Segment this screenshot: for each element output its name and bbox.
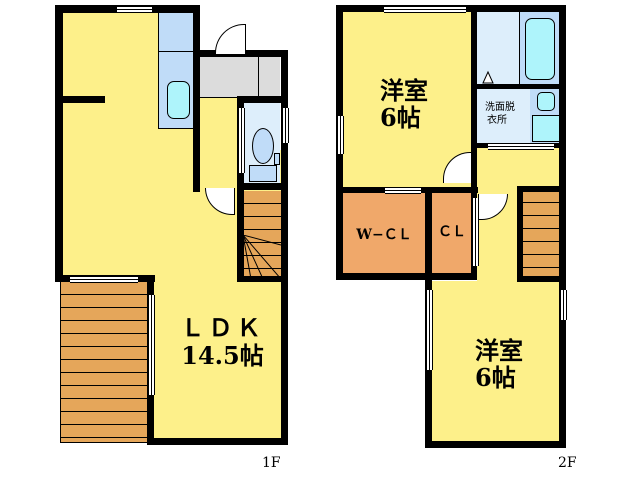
staircase-1f[interactable]	[243, 191, 281, 279]
hall-2f	[471, 148, 559, 188]
window	[70, 276, 138, 283]
floor-label-1f: 1F	[262, 455, 281, 471]
window	[117, 6, 152, 13]
closet-door[interactable]	[472, 198, 479, 266]
washroom-label-line2: 衣所	[487, 115, 507, 126]
cl-label: ＣＬ	[438, 224, 466, 240]
wall	[281, 50, 288, 445]
ldk-label: ＬＤＫ	[180, 313, 265, 342]
wall	[55, 5, 63, 282]
wall	[193, 5, 200, 192]
bathtub-icon	[525, 18, 555, 80]
western-room-south	[432, 281, 559, 441]
wall	[517, 276, 566, 282]
window	[238, 108, 245, 173]
winder-stairs-icon	[243, 235, 281, 279]
entrance-hall	[198, 57, 280, 98]
window	[488, 143, 554, 150]
western-room-north	[343, 12, 471, 187]
washroom-label-line1: 洗面脱	[485, 102, 515, 113]
wall	[63, 96, 105, 103]
washbasin-icon	[537, 92, 555, 111]
wall	[471, 84, 566, 89]
toilet-paper-icon	[274, 153, 280, 165]
counter-divider	[158, 51, 193, 52]
wall	[517, 186, 566, 192]
hall-yellow	[195, 95, 240, 190]
window	[282, 108, 289, 143]
wall	[471, 5, 477, 187]
closet	[432, 193, 471, 273]
window	[337, 116, 344, 154]
front-door[interactable]	[215, 24, 246, 54]
walk-in-closet	[343, 193, 425, 273]
wall	[237, 96, 287, 103]
western-room-north-size: 6帖	[380, 103, 421, 132]
wall	[147, 438, 288, 445]
kitchen-sink-icon	[167, 81, 190, 119]
toilet-bowl-icon	[252, 128, 274, 164]
window	[426, 290, 433, 370]
wall	[237, 183, 287, 190]
wall	[237, 276, 287, 282]
wcl-label: W−ＣＬ	[356, 227, 412, 243]
washing-machine-icon	[532, 115, 560, 142]
hall-connector	[477, 273, 519, 283]
western-room-south-size: 6帖	[475, 363, 516, 392]
entrance-step-line	[198, 97, 240, 98]
ldk-size: 14.5帖	[181, 341, 264, 370]
window	[384, 6, 466, 13]
wall	[517, 186, 523, 282]
entrance-divider	[258, 57, 259, 98]
staircase-2f[interactable]	[523, 190, 559, 276]
wood-deck	[60, 281, 149, 443]
window	[385, 187, 421, 194]
window	[148, 295, 155, 395]
wall	[425, 441, 566, 448]
western-room-south-label: 洋室	[475, 336, 523, 365]
toilet-tank-icon	[249, 165, 277, 182]
wall	[559, 5, 566, 448]
bath-door-icon	[482, 70, 494, 84]
floor-label-2f: 2F	[558, 455, 577, 471]
window	[560, 290, 567, 320]
western-room-north-label: 洋室	[380, 76, 428, 105]
wall	[336, 273, 477, 280]
